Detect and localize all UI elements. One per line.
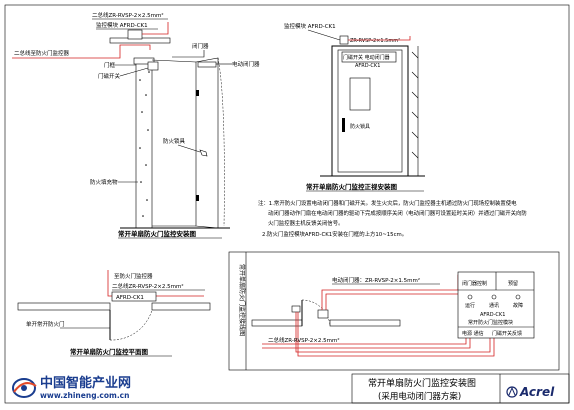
plan-door-label: 单开常开防火门 xyxy=(26,320,65,328)
elevation-module-box xyxy=(127,29,143,40)
notes-section: 注：1.常开防火门设置电动闭门器和门磁开关。发生火灾后，防火门监控器主机通过防火… xyxy=(258,199,527,238)
wiring-module-run: 运行 xyxy=(465,302,475,309)
front-module-label: 监控模块 AFRD-CK1 xyxy=(284,22,336,30)
plan-bus-wire xyxy=(107,270,204,297)
front-vision-window xyxy=(349,77,371,111)
elevation-lock xyxy=(199,149,208,157)
elevation-caption: 常开单扇防火门监控安装图 xyxy=(118,229,197,238)
wiring-section: 常开单扇防火门监控接线图 电动闭门器：ZR-RVSP-2×1.5mm² 二总线Z… xyxy=(228,251,560,371)
front-cable-label: ZR-RVSP-2×1.5mm² xyxy=(350,38,400,44)
plan-module-box xyxy=(111,291,157,302)
wiring-led-run xyxy=(467,294,473,300)
elevation-electric-closer-label: 电动闭门器 xyxy=(232,60,260,68)
note-line-4: 2.防火门监控模块AFRD-CK1安装在门框的上方10~15cm。 xyxy=(262,230,407,238)
wiring-closer-cable-label: 电动闭门器：ZR-RVSP-2×1.5mm² xyxy=(332,276,420,284)
front-brand-label: AFRD-CK1 xyxy=(355,63,380,69)
elevation-closer-body xyxy=(197,61,217,68)
title-block-line-2: (采用电动闭门器方案) xyxy=(378,391,461,402)
site-logo: 中国智能产业网 www.zhineng.com.cn xyxy=(12,375,131,400)
plan-caption: 常开单扇防火门监控平面图 xyxy=(70,347,149,356)
wiring-closer-box xyxy=(317,309,329,319)
front-lock-label: 防火锁具 xyxy=(350,123,370,130)
elevation-module-label: 监控模块 AFRD-CK1 xyxy=(96,21,148,29)
note-line-3: 火门监控器主机反馈关闭信号。 xyxy=(268,219,343,227)
site-logo-url: www.zhineng.com.cn xyxy=(40,391,129,400)
front-caption: 常开单扇防火门监控正视安装图 xyxy=(306,182,398,191)
elevation-fill-label: 防火填充物 xyxy=(90,178,118,186)
wiring-led-fault xyxy=(515,294,521,300)
elevation-column-hatch xyxy=(139,71,150,217)
plan-door-swing xyxy=(109,309,153,341)
wiring-module-power-comm: 电源 通信 xyxy=(462,330,484,337)
wiring-switch-box xyxy=(291,305,301,313)
plan-module-label: AFRD-CK1 xyxy=(116,295,144,301)
elevation-bus-wire xyxy=(12,44,151,59)
front-top-devices xyxy=(341,51,397,63)
wiring-module-reserved: 预留 xyxy=(508,280,518,287)
plan-section: 至防火门监控器 二总线ZR-RVSP-2×2.5mm² AFRD-CK1 单开常… xyxy=(17,270,211,357)
wiring-module-model: AFRD-CK1 xyxy=(480,312,505,318)
wiring-bus-cable-label: 二总线ZR-RVSP-2×2.5mm² xyxy=(268,336,340,344)
elevation-magnetic-switch xyxy=(147,61,159,71)
title-block-brand: Acrel xyxy=(519,385,555,399)
elevation-to-monitor-label: 二总线至防火门监控器 xyxy=(14,49,70,57)
note-line-2: 动闭门器动作门扇在电动闭门器的驱动下完成按顺序关闭（电动闭门器可设置延时关闭）并… xyxy=(268,209,527,217)
front-view-section: 监控模块 AFRD-CK1 ZR-RVSP-2×1.5mm² 门磁开关 电动闭门… xyxy=(284,22,425,192)
front-door-leaf xyxy=(337,49,403,173)
plan-to-monitor-label: 至防火门监控器 xyxy=(114,272,153,280)
title-block-line-1: 常开单扇防火门监控安装图 xyxy=(368,377,476,389)
wiring-wall-right xyxy=(329,319,401,327)
wiring-module-switch-feedback: 门磁开关反馈 xyxy=(492,330,522,337)
wiring-led-comm xyxy=(491,294,497,300)
acrel-logo-icon xyxy=(506,386,518,398)
front-switch-label: 门磁开关 电动闭门器 xyxy=(343,54,390,61)
elevation-hinge-top xyxy=(196,90,199,96)
wiring-side-title: 常开单扇防火门监控接线图 xyxy=(238,264,246,336)
elevation-bus-cable-label: 二总线ZR-RVSP-2×2.5mm² xyxy=(92,11,164,19)
elevation-module-wire xyxy=(142,22,169,35)
plan-wall-left xyxy=(17,302,111,311)
elevation-column xyxy=(135,59,153,229)
elevation-section: 二总线ZR-RVSP-2×2.5mm² 监控模块 AFRD-CK1 二总线至防火… xyxy=(12,11,260,239)
front-cable-wire xyxy=(348,36,411,41)
elevation-magnetic-switch-label: 门磁开关 xyxy=(98,72,121,80)
wiring-wall-left xyxy=(251,319,303,327)
wiring-switch-wire-b xyxy=(297,312,495,357)
elevation-hinge-bottom xyxy=(196,195,199,201)
wiring-frame xyxy=(228,251,560,371)
site-logo-icon xyxy=(12,378,37,398)
plan-bus-cable-label: 二总线ZR-RVSP-2×2.5mm² xyxy=(112,282,184,290)
front-frame-hatch xyxy=(411,46,419,176)
elevation-lock-label: 防火锁具 xyxy=(163,137,186,145)
wiring-module-comm: 通讯 xyxy=(489,302,499,309)
note-line-1: 注：1.常开防火门设置电动闭门器和门磁开关。发生火灾后，防火门监控器主机通过防火… xyxy=(258,199,517,207)
elevation-closer-block xyxy=(133,57,155,65)
wiring-module-fault: 故障 xyxy=(513,302,523,309)
front-module-box xyxy=(339,35,349,45)
elevation-door-leaf xyxy=(195,57,219,229)
wiring-module-name: 常开防火门监控模块 xyxy=(468,319,513,326)
wiring-bus-wire-b xyxy=(262,338,467,345)
site-logo-cn: 中国智能产业网 xyxy=(40,375,131,391)
wiring-switch-wire-a xyxy=(295,312,491,353)
wiring-bus-wire-a xyxy=(262,338,471,349)
wiring-module-closer-control: 闭门器控制 xyxy=(462,280,487,287)
front-handle xyxy=(342,118,345,132)
title-block: 常开单扇防火门监控安装图 (采用电动闭门器方案) Acrel xyxy=(351,373,570,404)
plan-wall-right xyxy=(151,302,211,311)
elevation-door-closer-label: 闭门器 xyxy=(192,42,209,50)
sheet-border xyxy=(4,4,570,404)
elevation-door-frame-label: 门框 xyxy=(104,61,116,69)
